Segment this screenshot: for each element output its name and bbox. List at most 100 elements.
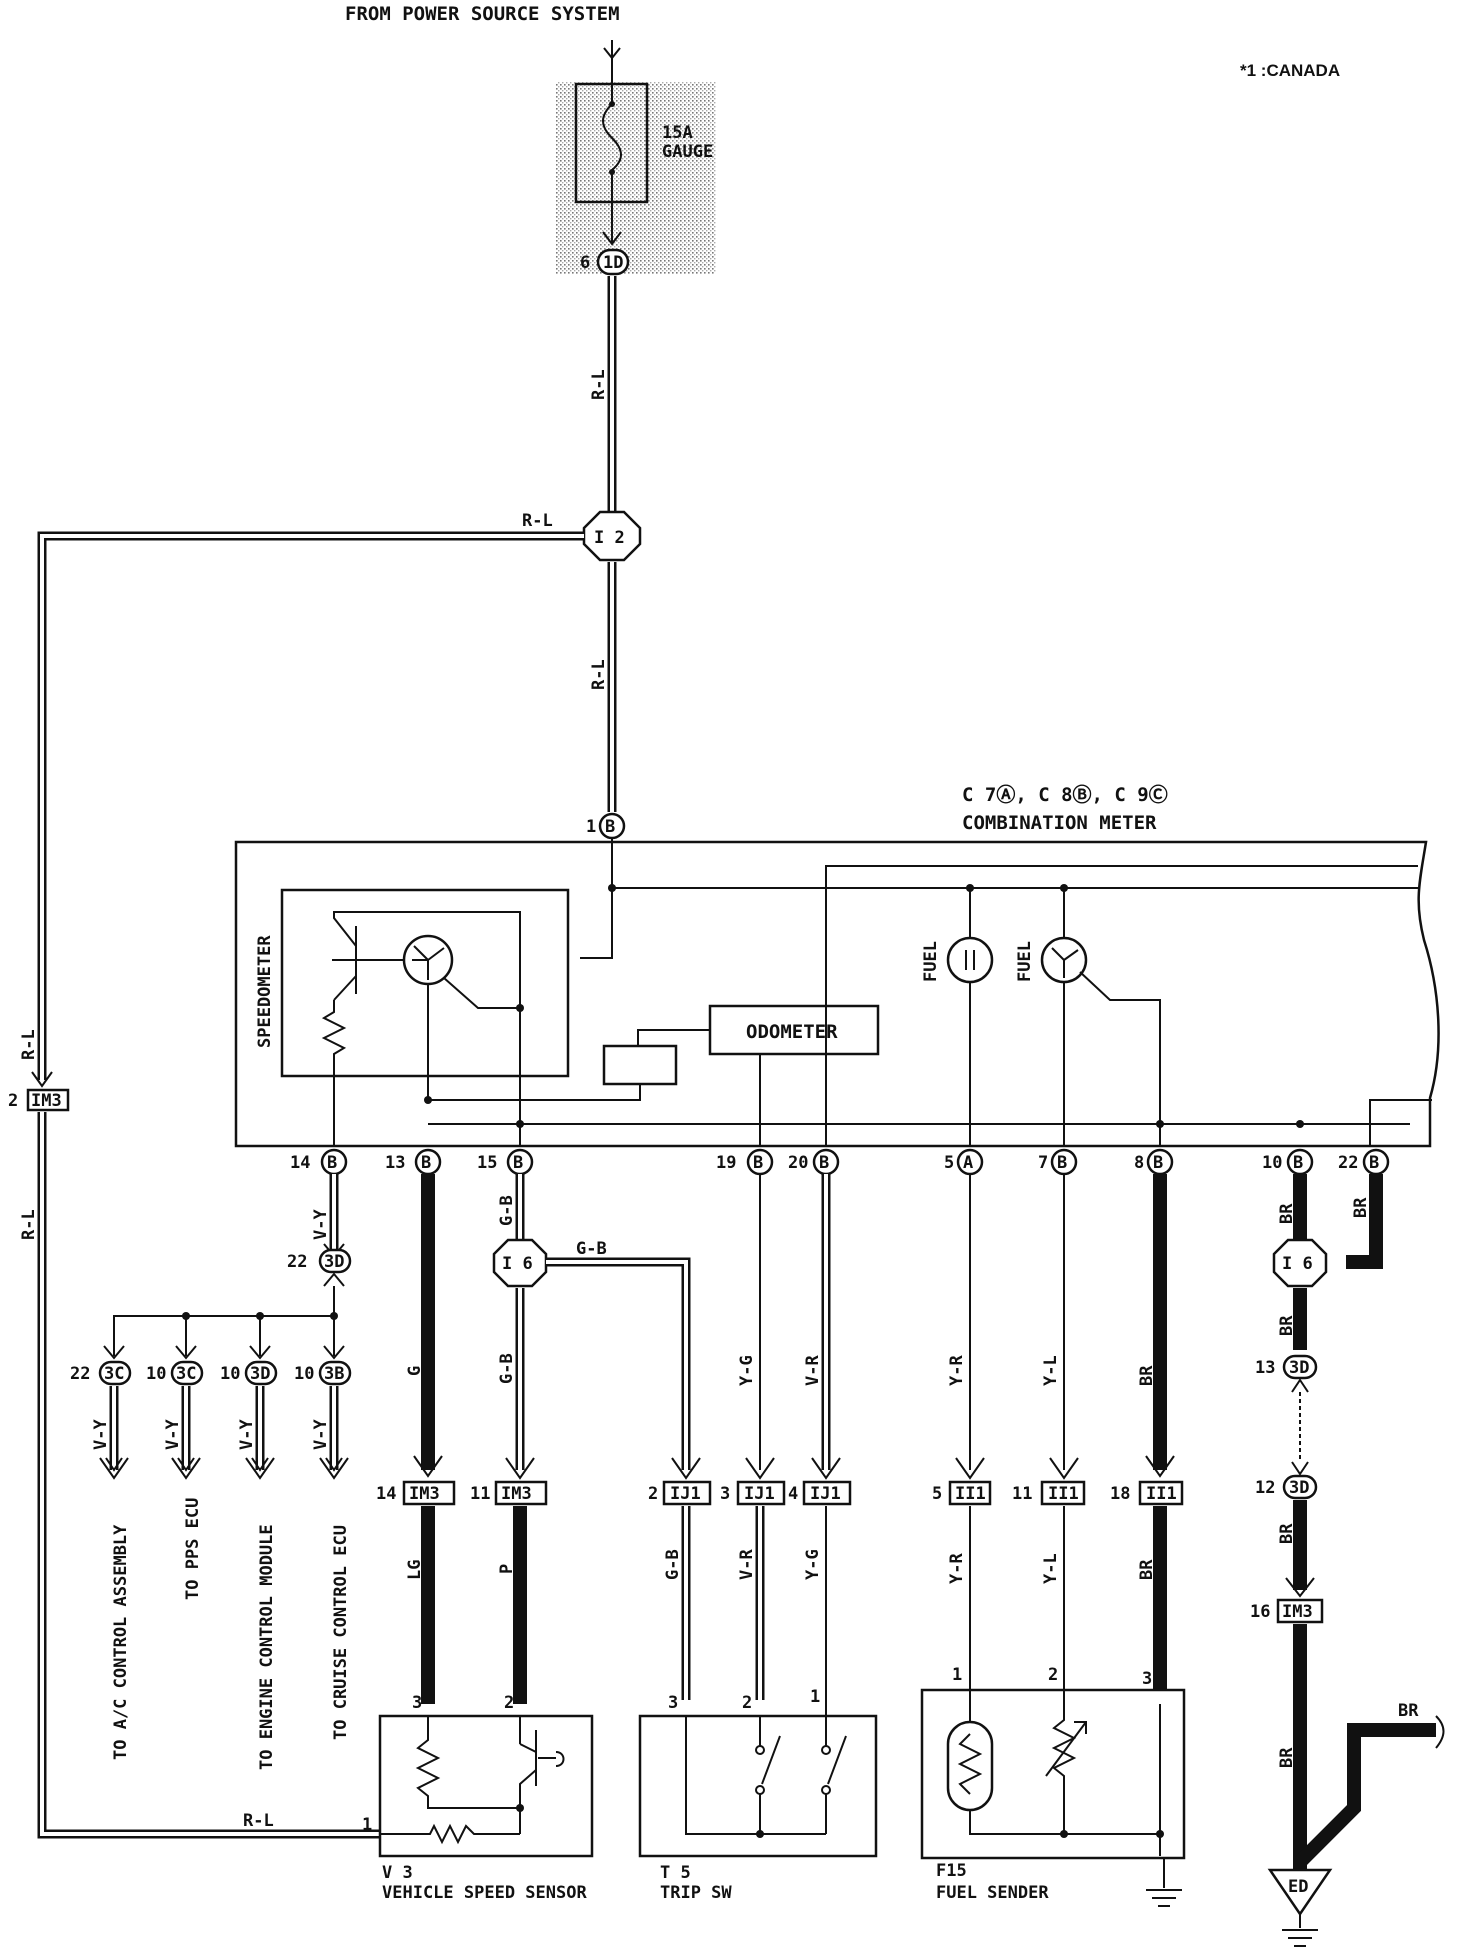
- svg-text:B: B: [1153, 1153, 1163, 1173]
- fuel-warning-label: FUEL: [921, 941, 941, 982]
- svg-text:15: 15: [477, 1153, 497, 1173]
- svg-text:Y-R: Y-R: [947, 1355, 967, 1386]
- svg-text:10: 10: [220, 1364, 240, 1384]
- svg-text:BR: BR: [1398, 1701, 1419, 1721]
- trip-switch-contact-2-icon: [827, 1735, 847, 1785]
- svg-text:5: 5: [944, 1153, 954, 1173]
- wire-label-vy-main: V-Y: [311, 1209, 331, 1240]
- svg-text:B: B: [513, 1153, 523, 1173]
- svg-text:19: 19: [716, 1153, 736, 1173]
- svg-text:IM3: IM3: [409, 1484, 440, 1504]
- svg-text:B: B: [421, 1153, 431, 1173]
- svg-text:16: 16: [1250, 1602, 1270, 1622]
- svg-text:14: 14: [290, 1153, 310, 1173]
- fuel-sender-id: F15: [936, 1861, 967, 1881]
- svg-text:20: 20: [788, 1153, 808, 1173]
- svg-text:BR: BR: [1137, 1559, 1157, 1580]
- svg-text:V-R: V-R: [803, 1355, 823, 1386]
- wire-label-rl-4: R-L: [19, 1029, 39, 1060]
- svg-text:1: 1: [362, 1815, 372, 1835]
- svg-text:LG: LG: [405, 1560, 425, 1580]
- vehicle-speed-sensor-box: [378, 1714, 594, 1858]
- svg-text:B: B: [753, 1153, 763, 1173]
- meter-pins: B14 B13 B15 B19 B20 A5 B7 B8 B10 B22: [290, 1148, 1390, 1176]
- power-source-label: FROM POWER SOURCE SYSTEM: [345, 3, 620, 25]
- svg-text:22: 22: [1338, 1153, 1358, 1173]
- svg-text:BR: BR: [1277, 1203, 1297, 1224]
- svg-text:2: 2: [504, 1693, 514, 1713]
- fuel-warning-lamp-icon: [946, 936, 994, 984]
- svg-text:12: 12: [1255, 1478, 1275, 1498]
- trip-id: T 5: [660, 1863, 691, 1883]
- connector-im3-left: [26, 1088, 70, 1112]
- wire-label-rl-3: R-L: [522, 511, 553, 531]
- svg-text:10: 10: [146, 1364, 166, 1384]
- svg-text:B: B: [327, 1153, 337, 1173]
- vss-resistor-icon: [415, 1716, 520, 1809]
- fuel-sender-name: FUEL SENDER: [936, 1883, 1049, 1903]
- svg-text:3C: 3C: [104, 1364, 124, 1384]
- svg-text:14: 14: [376, 1484, 396, 1504]
- svg-text:G-B: G-B: [497, 1353, 517, 1384]
- svg-text:B: B: [605, 817, 615, 837]
- svg-text:I 6: I 6: [502, 1254, 533, 1274]
- fuse-rating: 15A: [662, 123, 693, 143]
- svg-text:8: 8: [1134, 1153, 1144, 1173]
- meter-name: COMBINATION METER: [962, 812, 1157, 834]
- wire-label-rl-5: R-L: [19, 1209, 39, 1240]
- svg-text:ED: ED: [1288, 1877, 1308, 1897]
- svg-text:G: G: [405, 1366, 425, 1376]
- svg-text:3: 3: [1142, 1669, 1152, 1689]
- svg-text:G-B: G-B: [663, 1549, 683, 1580]
- svg-text:Y-R: Y-R: [947, 1553, 967, 1584]
- dest-pps: TO PPS ECU: [183, 1498, 203, 1600]
- svg-text:22: 22: [287, 1252, 307, 1272]
- junction-i6-left: [492, 1238, 548, 1288]
- wire-label-rl-6: R-L: [243, 1811, 274, 1831]
- svg-text:3: 3: [412, 1693, 422, 1713]
- svg-text:P: P: [497, 1564, 517, 1574]
- fuse-name: GAUGE: [662, 142, 713, 162]
- odometer-label: ODOMETER: [746, 1021, 838, 1043]
- vss-name: VEHICLE SPEED SENSOR: [382, 1883, 587, 1903]
- fuel-sender-variable-resistor-icon: [1051, 1690, 1077, 1834]
- ground-point-ed: [1267, 1868, 1333, 1917]
- svg-text:10: 10: [294, 1364, 314, 1384]
- svg-text:10: 10: [1262, 1153, 1282, 1173]
- svg-text:V-R: V-R: [737, 1549, 757, 1580]
- svg-text:5: 5: [932, 1484, 942, 1504]
- svg-text:3D: 3D: [324, 1252, 344, 1272]
- svg-text:G-B: G-B: [576, 1239, 607, 1259]
- svg-text:Y-G: Y-G: [737, 1355, 757, 1386]
- svg-text:3D: 3D: [1289, 1478, 1309, 1498]
- svg-text:22: 22: [70, 1364, 90, 1384]
- svg-text:2: 2: [1048, 1665, 1058, 1685]
- svg-text:13: 13: [1255, 1358, 1275, 1378]
- svg-text:1: 1: [586, 817, 596, 837]
- trip-switch-contact-1-icon: [761, 1735, 781, 1785]
- connector-22-3d: [318, 1248, 352, 1274]
- svg-text:3D: 3D: [1289, 1358, 1309, 1378]
- svg-text:IM3: IM3: [501, 1484, 532, 1504]
- svg-text:6: 6: [580, 253, 590, 273]
- odometer-box: [708, 1004, 880, 1056]
- svg-text:BR: BR: [1137, 1365, 1157, 1386]
- fuel-ground-icon: [1146, 1889, 1182, 1907]
- svg-text:Y-G: Y-G: [803, 1549, 823, 1580]
- svg-text:II1: II1: [1146, 1484, 1177, 1504]
- svg-text:B: B: [1057, 1153, 1067, 1173]
- svg-text:13: 13: [385, 1153, 405, 1173]
- svg-text:IM3: IM3: [1282, 1602, 1313, 1622]
- junction-i6-right: [1272, 1238, 1328, 1288]
- ed-ground-icon: [1282, 1929, 1318, 1947]
- ecu-output-arrows: [99, 1386, 349, 1480]
- speedometer-resistor-icon: [321, 1000, 347, 1146]
- svg-text:2: 2: [8, 1091, 18, 1111]
- svg-text:B: B: [1369, 1153, 1379, 1173]
- wire-label-rl-1: R-L: [589, 369, 609, 400]
- fuse-icon: [602, 103, 622, 171]
- svg-text:1: 1: [952, 1665, 962, 1685]
- svg-text:18: 18: [1110, 1484, 1130, 1504]
- svg-text:BR: BR: [1351, 1197, 1371, 1218]
